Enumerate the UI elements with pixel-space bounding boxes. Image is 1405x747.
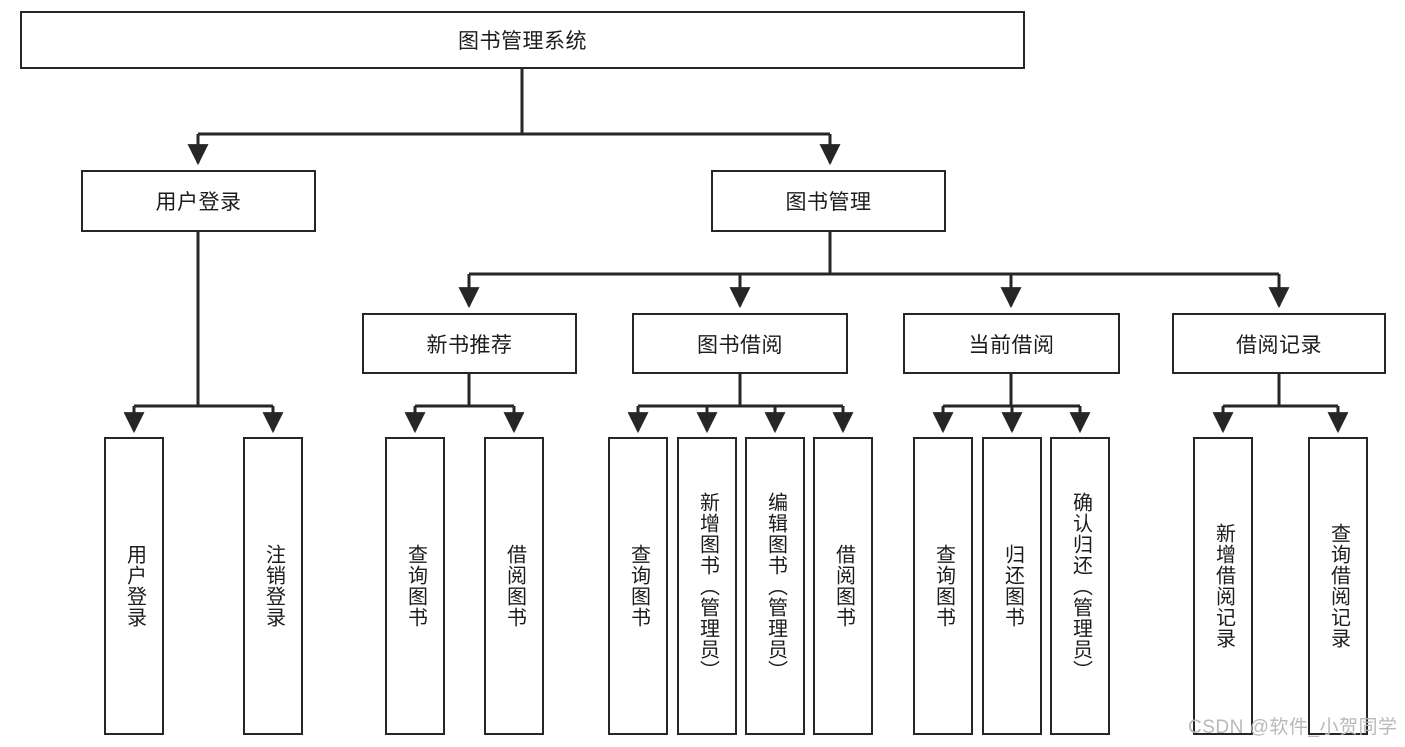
node-leaf-borrow-book-1[interactable]: 借阅图书 [484,437,544,735]
node-label: 查询图书 [932,544,955,628]
node-user-login[interactable]: 用户登录 [81,170,316,232]
node-label: 借阅图书 [503,544,526,628]
node-leaf-user-login[interactable]: 用户登录 [104,437,164,735]
node-leaf-query-record[interactable]: 查询借阅记录 [1308,437,1368,735]
node-label: 确认归还（管理员） [1069,491,1092,681]
node-leaf-borrow-book-2[interactable]: 借阅图书 [813,437,873,735]
node-label: 查询借阅记录 [1327,523,1350,649]
node-leaf-edit-book[interactable]: 编辑图书（管理员） [745,437,805,735]
watermark-text: CSDN @软件_小贺同学 [1188,717,1398,738]
node-label: 新增图书（管理员） [696,491,719,681]
node-leaf-add-book[interactable]: 新增图书（管理员） [677,437,737,735]
node-leaf-query-book-2[interactable]: 查询图书 [608,437,668,735]
node-leaf-return-book[interactable]: 归还图书 [982,437,1042,735]
node-label: 新增借阅记录 [1212,523,1235,649]
node-root-system[interactable]: 图书管理系统 [20,11,1025,69]
node-label: 查询图书 [404,544,427,628]
node-borrow-record[interactable]: 借阅记录 [1172,313,1386,374]
node-label: 注销登录 [262,544,285,628]
node-label: 借阅图书 [832,544,855,628]
node-new-book-recommend[interactable]: 新书推荐 [362,313,577,374]
node-label: 查询图书 [627,544,650,628]
node-label: 归还图书 [1001,544,1024,628]
node-label: 编辑图书（管理员） [764,491,787,681]
node-leaf-query-book-1[interactable]: 查询图书 [385,437,445,735]
node-label: 用户登录 [123,544,146,628]
node-leaf-query-book-3[interactable]: 查询图书 [913,437,973,735]
node-leaf-add-record[interactable]: 新增借阅记录 [1193,437,1253,735]
node-leaf-confirm-return[interactable]: 确认归还（管理员） [1050,437,1110,735]
node-current-borrow[interactable]: 当前借阅 [903,313,1120,374]
node-book-borrow[interactable]: 图书借阅 [632,313,848,374]
node-leaf-logout[interactable]: 注销登录 [243,437,303,735]
node-book-manage[interactable]: 图书管理 [711,170,946,232]
